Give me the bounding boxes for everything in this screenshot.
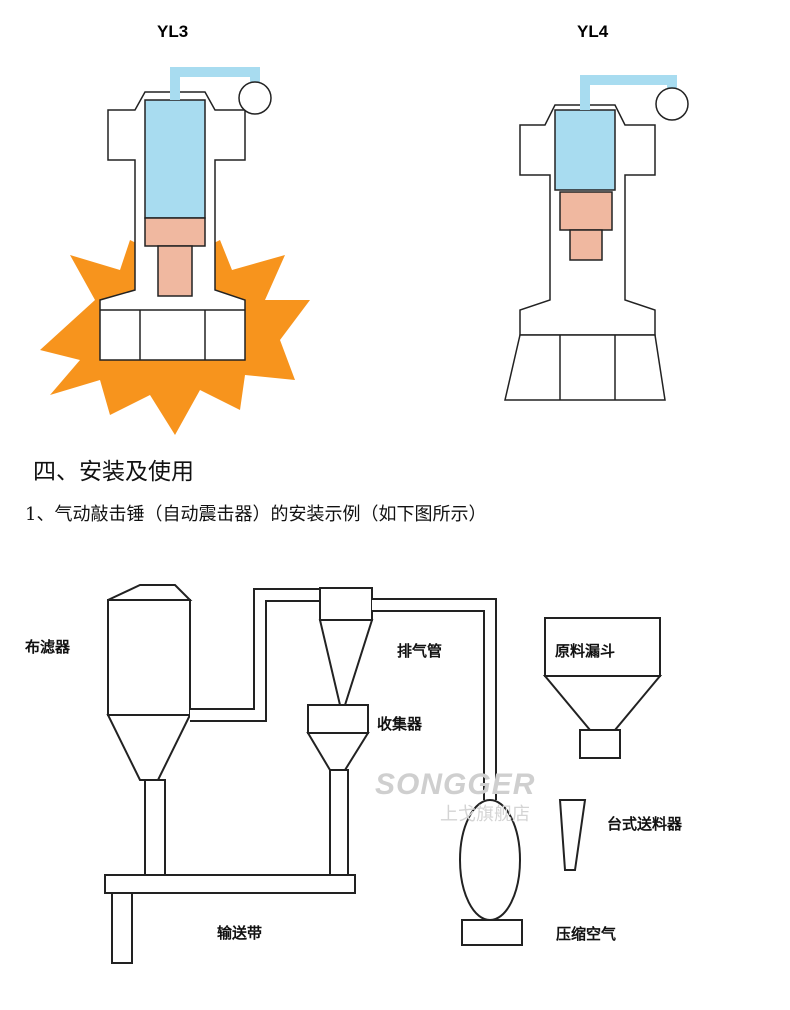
yl4-hammer-figure [504, 75, 689, 401]
section-subheading: 1、气动敲击锤（自动震击器）的安装示例（如下图所示） [25, 504, 487, 525]
yl3-title: YL3 [157, 22, 189, 41]
label-filter: 布滤器 [25, 638, 71, 656]
section-heading: 四、安装及使用 [33, 459, 194, 485]
label-conveyor: 输送带 [217, 924, 263, 942]
watermark-store: 上戈旗舰店 [440, 804, 530, 825]
label-collector: 收集器 [377, 715, 423, 733]
watermark-brand: SONGGER [375, 768, 536, 801]
label-feeder: 台式送料器 [607, 815, 683, 833]
yl4-title: YL4 [577, 22, 609, 41]
installation-diagram [104, 584, 663, 964]
label-exhaust: 排气管 [397, 642, 443, 660]
label-air: 压缩空气 [556, 925, 617, 943]
label-hopper: 原料漏斗 [555, 642, 616, 660]
yl3-hammer-figure [40, 67, 310, 435]
